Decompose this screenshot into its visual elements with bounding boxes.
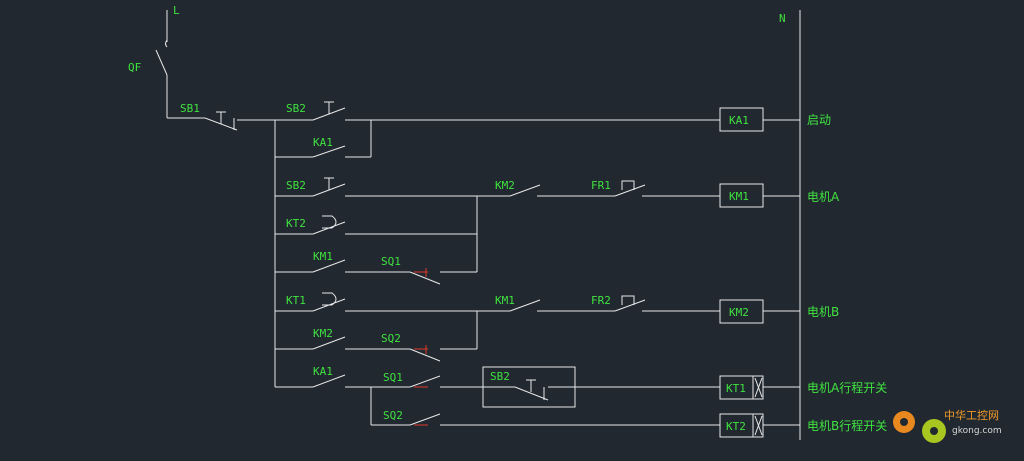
- ka1-hold-label: KA1: [313, 136, 333, 149]
- coil-ka1-label: KA1: [729, 114, 749, 127]
- rung-timers: [275, 366, 800, 426]
- sb1-label: SB1: [180, 102, 200, 115]
- coil-kt2-label: KT2: [726, 420, 746, 433]
- rung-motor-a: [275, 177, 800, 285]
- km1-interlock-label: KM1: [495, 294, 515, 307]
- rung-motor-b: [275, 292, 800, 362]
- coil-kt1-cross: [754, 377, 763, 398]
- coil-km2: [719, 299, 764, 324]
- function-motor-b-travel: 电机B行程开关: [807, 418, 887, 433]
- function-motor-a-travel: 电机A行程开关: [807, 380, 887, 395]
- rung-start: [275, 101, 800, 158]
- function-start: 启动: [807, 113, 831, 127]
- sb2-box-label: SB2: [490, 370, 510, 383]
- km2-hold-label: KM2: [313, 327, 333, 340]
- neutral-rail-label: N: [779, 12, 786, 25]
- watermark-url: gkong.com: [952, 426, 1002, 436]
- km2-interlock-label: KM2: [495, 179, 515, 192]
- km1-hold-label: KM1: [313, 250, 333, 263]
- fr1-label: FR1: [591, 179, 611, 192]
- sq1-b-label: SQ1: [383, 371, 403, 384]
- coil-kt2: [719, 413, 764, 438]
- line-rail-and-breaker: [155, 10, 205, 119]
- line-rail-label: L: [173, 4, 180, 17]
- ka1-bottom-label: KA1: [313, 365, 333, 378]
- function-motor-b: 电机B: [807, 305, 839, 319]
- coil-km1: [719, 183, 764, 208]
- coil-kt1: [719, 375, 764, 400]
- coil-ka1: [719, 107, 764, 132]
- fr2-label: FR2: [591, 294, 611, 307]
- sq1-a-label: SQ1: [381, 255, 401, 268]
- breaker-label: QF: [128, 61, 141, 74]
- coil-km2-label: KM2: [729, 306, 749, 319]
- stop-button-sb1: [204, 111, 275, 131]
- sq2-b-label: SQ2: [383, 409, 403, 422]
- sq2-a-label: SQ2: [381, 332, 401, 345]
- function-motor-a: 电机A: [807, 190, 840, 204]
- kt2-label: KT2: [286, 217, 306, 230]
- coil-kt1-label: KT1: [726, 382, 746, 395]
- watermark-cn: 中华工控网: [944, 408, 999, 422]
- sb2-mid-label: SB2: [286, 179, 306, 192]
- watermark: 中华工控网 gkong.com: [893, 408, 1002, 443]
- sb2-top-label: SB2: [286, 102, 306, 115]
- coil-km1-label: KM1: [729, 190, 749, 203]
- kt1-label: KT1: [286, 294, 306, 307]
- coil-kt2-cross: [754, 415, 763, 436]
